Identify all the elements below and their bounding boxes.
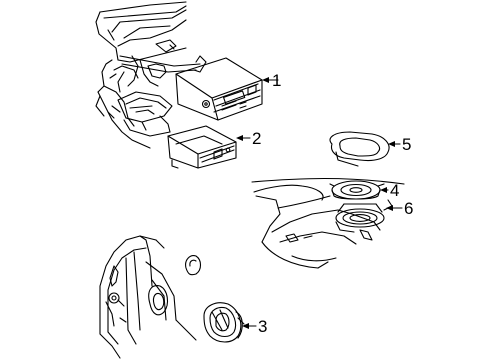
callout-5: 5: [402, 135, 412, 154]
door-panel: [99, 235, 197, 359]
dashboard-outline: [95, 1, 187, 149]
callout-3: 3: [258, 317, 268, 336]
rear-speaker: [329, 180, 385, 200]
speaker-mounting-ring: [335, 199, 393, 233]
rear-package-shelf: [251, 177, 405, 269]
callout-6: 6: [404, 199, 414, 218]
callout-4: 4: [390, 181, 400, 200]
grommet-plug: [185, 255, 202, 276]
radio-receiver: [175, 57, 263, 121]
speaker-grille: [329, 131, 390, 167]
callout-2: 2: [252, 129, 262, 148]
door-speaker: [203, 302, 245, 343]
steering-column: [117, 55, 207, 93]
amplifier-module: [167, 125, 237, 169]
callout-1: 1: [272, 71, 282, 90]
callout-leaders: [236, 77, 403, 329]
dash-bracket: [117, 91, 173, 137]
